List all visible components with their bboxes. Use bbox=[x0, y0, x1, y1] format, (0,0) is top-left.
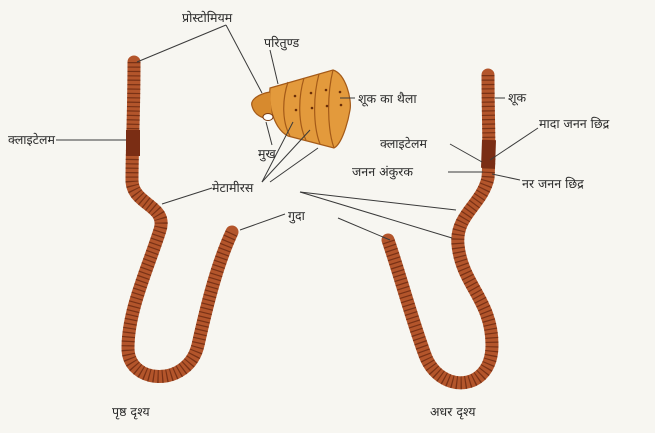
label-female-pore: मादा जनन छिद्र bbox=[539, 116, 610, 131]
label-clitellum-ventral: क्लाइटेलम bbox=[380, 136, 427, 151]
mouth-opening bbox=[263, 114, 273, 121]
label-anus: गुदा bbox=[288, 208, 306, 224]
label-clitellum-dorsal: क्लाइटेलम bbox=[8, 132, 55, 147]
dorsal-worm bbox=[128, 62, 232, 377]
label-seta-sac: शूक का थैला bbox=[358, 91, 417, 107]
head-enlarged bbox=[252, 70, 351, 148]
label-prostomium: प्रोस्टोमियम bbox=[182, 10, 233, 25]
label-male-pore: नर जनन छिद्र bbox=[522, 176, 584, 191]
caption-dorsal: पृष्ठ दृश्य bbox=[112, 404, 150, 420]
labels: प्रोस्टोमियम परितुण्ड मुख शूक का थैला क्… bbox=[8, 10, 610, 420]
caption-ventral: अधर दृश्य bbox=[430, 404, 476, 420]
ventral-worm bbox=[388, 75, 492, 383]
label-peristomium: परितुण्ड bbox=[264, 35, 300, 51]
label-mouth: मुख bbox=[258, 146, 276, 162]
label-genital-papillae: जनन अंकुरक bbox=[352, 164, 413, 180]
ventral-clitellum bbox=[488, 140, 489, 168]
label-setae: शूक bbox=[508, 90, 527, 106]
label-metameres: मेटामीरस bbox=[212, 180, 254, 195]
